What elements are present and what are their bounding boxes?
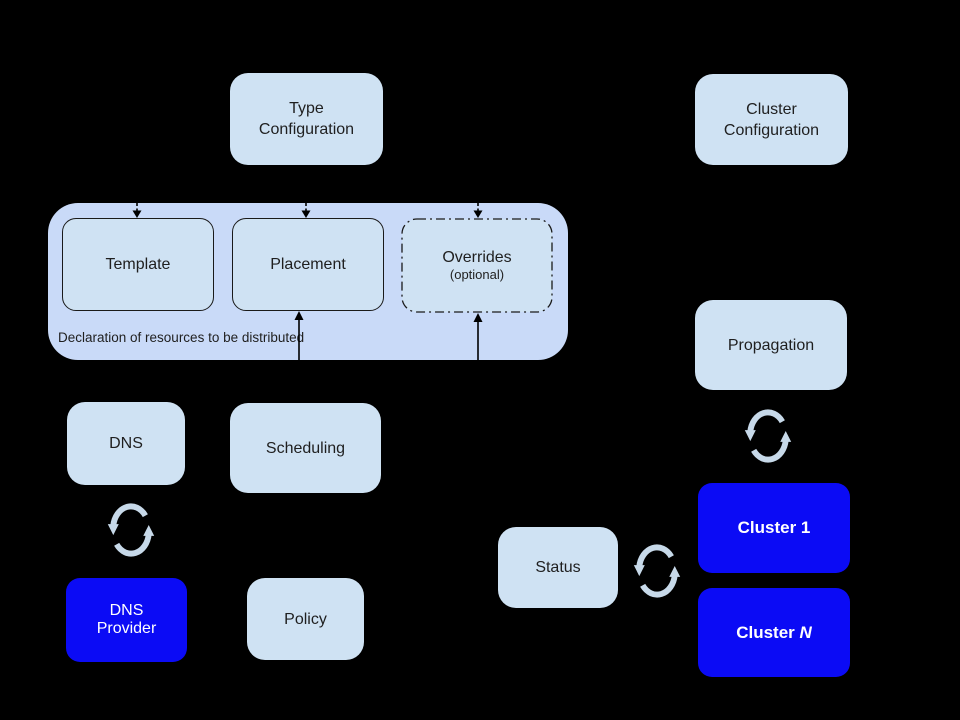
node-label: Cluster 1: [737, 518, 811, 537]
overrides-dashed-border: [401, 218, 553, 313]
overrides-node: Overrides (optional): [401, 218, 553, 313]
policy-node: Policy: [247, 578, 364, 660]
node-label: Type Configuration: [258, 100, 355, 138]
scheduling-node: Scheduling: [230, 403, 381, 493]
node-label: Template: [105, 255, 171, 273]
cluster-1-node: Cluster 1: [698, 483, 850, 573]
node-label: Scheduling: [265, 439, 346, 457]
node-label: DNS: [109, 435, 143, 452]
sync-icon: [744, 409, 792, 463]
node-label: Cluster Configuration: [723, 100, 820, 139]
node-label: Cluster N: [736, 622, 812, 642]
node-label: Overrides (optional): [442, 248, 512, 282]
dns-provider-node: DNS Provider: [66, 578, 187, 662]
template-node: Template: [62, 218, 214, 311]
propagation-node: Propagation: [695, 300, 847, 390]
node-label: Placement: [270, 255, 346, 273]
node-label: Propagation: [727, 336, 815, 354]
type-configuration-node: Type Configuration: [230, 73, 383, 165]
group-caption: Declaration of resources to be distribut…: [58, 330, 305, 345]
dns-node: DNS: [67, 402, 185, 485]
sync-icon: [633, 544, 681, 598]
status-node: Status: [498, 527, 618, 608]
placement-node: Placement: [232, 218, 384, 311]
cluster-n-node: Cluster N: [698, 588, 850, 677]
cluster-configuration-node: Cluster Configuration: [695, 74, 848, 165]
node-label: DNS Provider: [96, 602, 157, 637]
node-label: Status: [535, 559, 581, 576]
node-label: Policy: [284, 610, 327, 628]
sync-icon: [107, 503, 155, 557]
